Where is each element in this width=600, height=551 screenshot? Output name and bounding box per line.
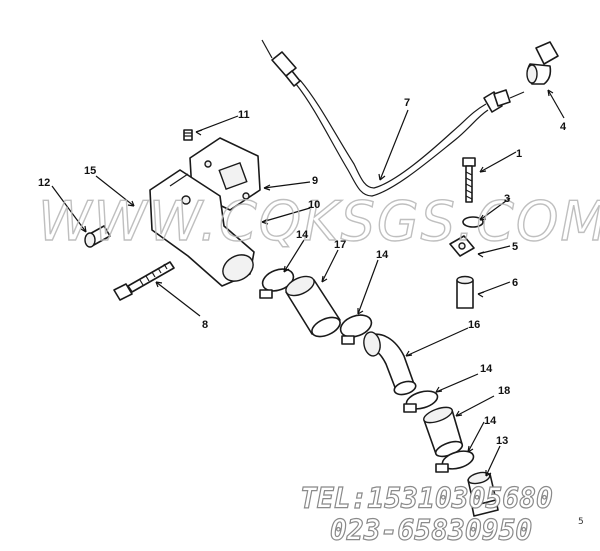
callout-10: 10 [308, 199, 320, 211]
tube-assembly [261, 39, 525, 197]
leader-lines [51, 89, 565, 477]
callout-14-c: 14 [480, 363, 493, 375]
elbow-fitting [526, 41, 559, 85]
callout-14-d: 14 [484, 415, 497, 427]
callout-5: 5 [512, 241, 518, 253]
callout-13: 13 [496, 435, 508, 447]
bolt-1 [462, 157, 476, 203]
callout-12: 12 [38, 177, 50, 189]
plug [183, 129, 193, 141]
hose-straight [285, 275, 341, 338]
hose-clamp-d [435, 450, 475, 473]
callout-1: 1 [516, 148, 522, 160]
spacer [456, 275, 474, 309]
hose-elbow [363, 331, 417, 396]
capscrew [113, 261, 175, 301]
watermark-text: WWW.CQKSGS.COM [38, 190, 600, 253]
clip [449, 235, 475, 257]
adapter-fitting [467, 471, 499, 517]
callout-17: 17 [334, 239, 346, 251]
callout-15: 15 [84, 165, 96, 177]
callout-14-a: 14 [296, 229, 309, 241]
pipe-plug [84, 225, 111, 248]
callout-8: 8 [202, 319, 208, 331]
callout-6: 6 [512, 277, 518, 289]
callout-7: 7 [404, 97, 410, 109]
callout-18: 18 [498, 385, 510, 397]
callout-16: 16 [468, 319, 480, 331]
corner-mark: 5 [578, 517, 584, 527]
callout-4: 4 [560, 121, 567, 133]
hose-clamp-a [259, 268, 295, 299]
water-connection-housing [149, 169, 255, 287]
callout-numbers: 1 3 4 5 6 7 8 9 10 11 12 13 14 14 14 14 … [38, 97, 567, 447]
callout-11: 11 [238, 109, 250, 121]
washer [462, 216, 484, 228]
callout-9: 9 [312, 175, 318, 187]
contact-phone: 023-65830950 [330, 514, 532, 547]
contact-tel: TEL:15310305680 [300, 482, 553, 515]
callout-14-b: 14 [376, 249, 389, 261]
callout-3: 3 [504, 193, 510, 205]
hose-clamp-c [403, 390, 439, 413]
hose-clamp-b [339, 314, 373, 345]
